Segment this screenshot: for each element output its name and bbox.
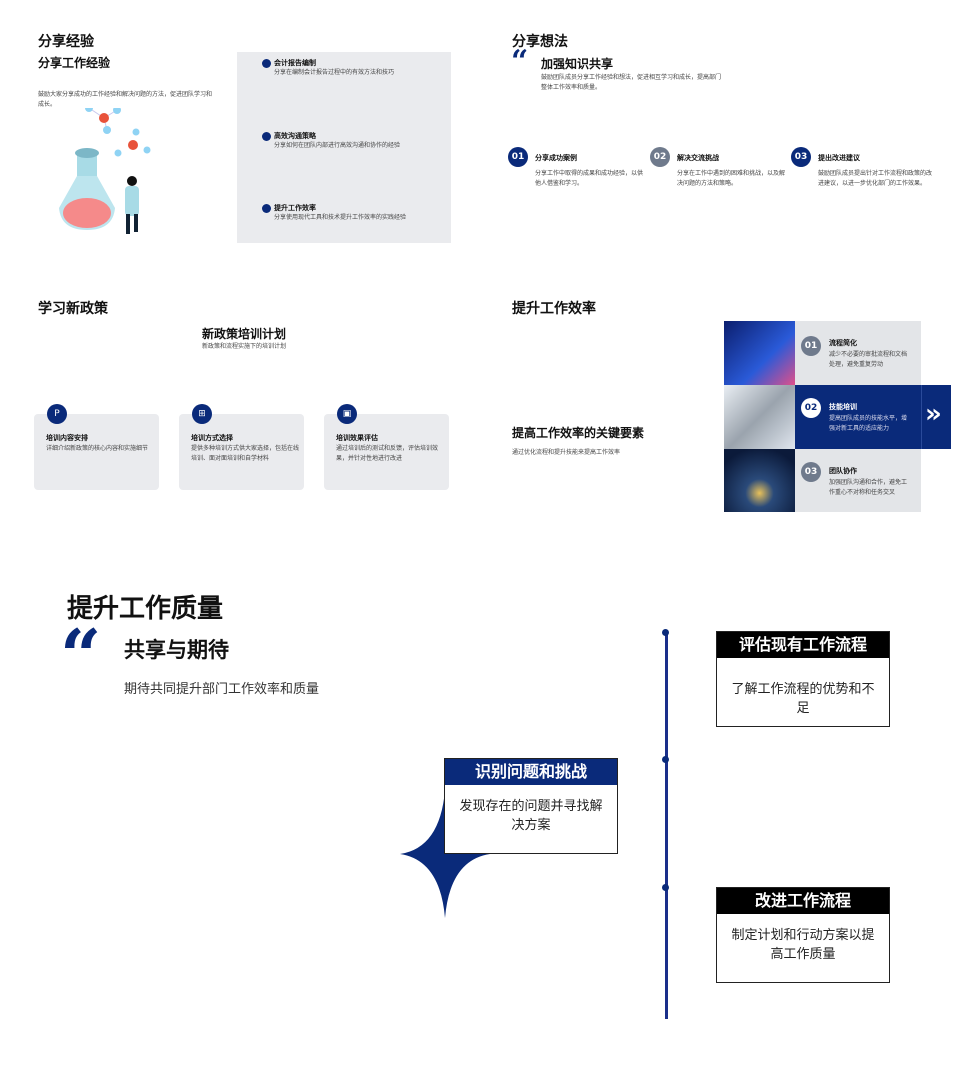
row-title: 团队协作 <box>829 467 857 475</box>
sitemap-icon: ⊞ <box>192 404 212 424</box>
item-title: 高效沟通策略 <box>274 132 316 140</box>
box-title: 评估现有工作流程 <box>717 632 889 658</box>
chevron-right-icon[interactable]: » <box>925 399 942 429</box>
sparkle-star-icon <box>400 790 490 918</box>
slide-title: 提升工作质量 <box>67 594 224 624</box>
timeline-dot <box>662 756 669 763</box>
row-title: 技能培训 <box>829 403 857 411</box>
quote-text: 鼓励团队成员分享工作经验和想法，促进相互学习和成长，提高部门整体工作效率和质量。 <box>541 74 722 91</box>
step-text: 鼓励团队成员提出针对工作流程和政策的改进建议，以进一步优化部门的工作效果。 <box>818 170 933 187</box>
card-text: 提供多种培训方式供大家选择，包括在线培训、面对面培训和自学材料 <box>191 445 300 462</box>
step-item: 01 分享成功案例分享工作中取得的成果和成功经验，以供他人借鉴和学习。 <box>508 147 643 187</box>
chart-photo <box>724 321 795 385</box>
row-item-active: 02 技能培训提高团队成员的技能水平，增强对新工具的适应能力 » <box>795 385 951 449</box>
item-title: 会计报告编制 <box>274 59 316 67</box>
step-item: 03 提出改进建议鼓励团队成员提出针对工作流程和政策的改进建议，以进一步优化部门的… <box>791 147 932 187</box>
card-text: 通过培训后的测试和反馈，评估培训效果，并针对性地进行改进 <box>336 445 439 462</box>
bullet-icon <box>262 59 271 68</box>
step-number: 03 <box>791 147 811 167</box>
tablet-photo <box>724 449 795 512</box>
calculator-photo <box>724 385 795 449</box>
document-icon: P <box>47 404 67 424</box>
card-title: 培训内容安排 <box>46 434 88 442</box>
box-text: 了解工作流程的优势和不足 <box>731 682 875 716</box>
row-title: 流程简化 <box>829 339 857 347</box>
step-number: 01 <box>508 147 528 167</box>
step-box: 改进工作流程制定计划和行动方案以提高工作质量 <box>716 887 890 983</box>
box-text: 发现存在的问题并寻找解决方案 <box>459 799 603 833</box>
timeline-line <box>665 633 668 1019</box>
bullet-icon <box>262 132 271 141</box>
box-title: 改进工作流程 <box>717 888 889 914</box>
row-number: 01 <box>801 336 821 356</box>
quote-icon: “ <box>60 613 102 698</box>
step-title: 解决交流挑战 <box>677 154 719 162</box>
timeline-dot <box>662 884 669 891</box>
step-title: 提出改进建议 <box>818 154 860 162</box>
item-text: 分享在编制会计报告过程中的有效方法和技巧 <box>274 69 395 76</box>
item-text: 分享如何在团队内部进行高效沟通和协作的经验 <box>274 142 401 149</box>
bullet-icon <box>262 204 271 213</box>
row-number: 02 <box>801 398 821 418</box>
row-number: 03 <box>801 462 821 482</box>
quote-title: 共享与期待 <box>124 638 229 662</box>
training-card: ▣ 培训效果评估通过培训后的测试和反馈，评估培训效果，并针对性地进行改进 <box>324 404 449 490</box>
timeline-dot <box>662 629 669 636</box>
flask-illustration-icon <box>59 108 151 234</box>
card-title: 培训方式选择 <box>191 434 233 442</box>
slide-title: 学习新政策 <box>38 301 108 317</box>
subtitle: 分享工作经验 <box>38 56 111 70</box>
box-title: 识别问题和挑战 <box>445 759 617 785</box>
left-text: 通过优化流程和提升技能来提高工作效率 <box>512 449 621 456</box>
row-item: 03 团队协作加强团队沟通和合作，避免工作重心不对称和任务交叉 <box>795 449 921 512</box>
row-text: 减少不必要的审批流程和文档处理，避免重复劳动 <box>829 351 908 368</box>
step-box: 识别问题和挑战发现存在的问题并寻找解决方案 <box>444 758 618 854</box>
center-title: 新政策培训计划 <box>202 327 287 341</box>
card-text: 详细介绍新政策的核心内容和实施细节 <box>46 445 149 452</box>
quote-icon: “ <box>511 44 529 79</box>
quote-title: 加强知识共享 <box>541 57 614 71</box>
step-text: 分享工作中取得的成果和成功经验，以供他人借鉴和学习。 <box>535 170 644 187</box>
center-subtitle: 新政策和流程实施下的培训计划 <box>202 343 287 350</box>
training-card: ⊞ 培训方式选择提供多种培训方式供大家选择，包括在线培训、面对面培训和自学材料 <box>179 404 304 490</box>
step-item: 02 解决交流挑战分享在工作中遇到的困难和挑战，以及解决问题的方法和策略。 <box>650 147 785 187</box>
quote-text: 期待共同提升部门工作效率和质量 <box>124 682 320 697</box>
left-title: 提高工作效率的关键要素 <box>512 426 645 440</box>
box-text: 制定计划和行动方案以提高工作质量 <box>731 928 875 962</box>
training-card: P 培训内容安排详细介绍新政策的核心内容和实施细节 <box>34 404 159 490</box>
step-title: 分享成功案例 <box>535 154 577 162</box>
slide-title: 分享想法 <box>512 34 568 50</box>
step-number: 02 <box>650 147 670 167</box>
image-icon: ▣ <box>337 404 357 424</box>
card-title: 培训效果评估 <box>336 434 378 442</box>
row-text: 加强团队沟通和合作，避免工作重心不对称和任务交叉 <box>829 479 908 496</box>
description: 鼓励大家分享成功的工作经验和解决问题的方法，促进团队学习和成长。 <box>38 91 213 108</box>
step-box: 评估现有工作流程了解工作流程的优势和不足 <box>716 631 890 727</box>
slide-title: 提升工作效率 <box>512 301 596 317</box>
slide-title: 分享经验 <box>38 34 94 50</box>
experience-list-panel: 会计报告编制分享在编制会计报告过程中的有效方法和技巧 高效沟通策略分享如何在团队… <box>237 52 451 243</box>
item-text: 分享使用现代工具和技术提升工作效率的实践经验 <box>274 214 407 221</box>
step-text: 分享在工作中遇到的困难和挑战，以及解决问题的方法和策略。 <box>677 170 786 187</box>
row-text: 提高团队成员的技能水平，增强对新工具的适应能力 <box>829 415 908 432</box>
item-title: 提升工作效率 <box>274 204 316 212</box>
row-item: 01 流程简化减少不必要的审批流程和文档处理，避免重复劳动 <box>795 321 921 385</box>
